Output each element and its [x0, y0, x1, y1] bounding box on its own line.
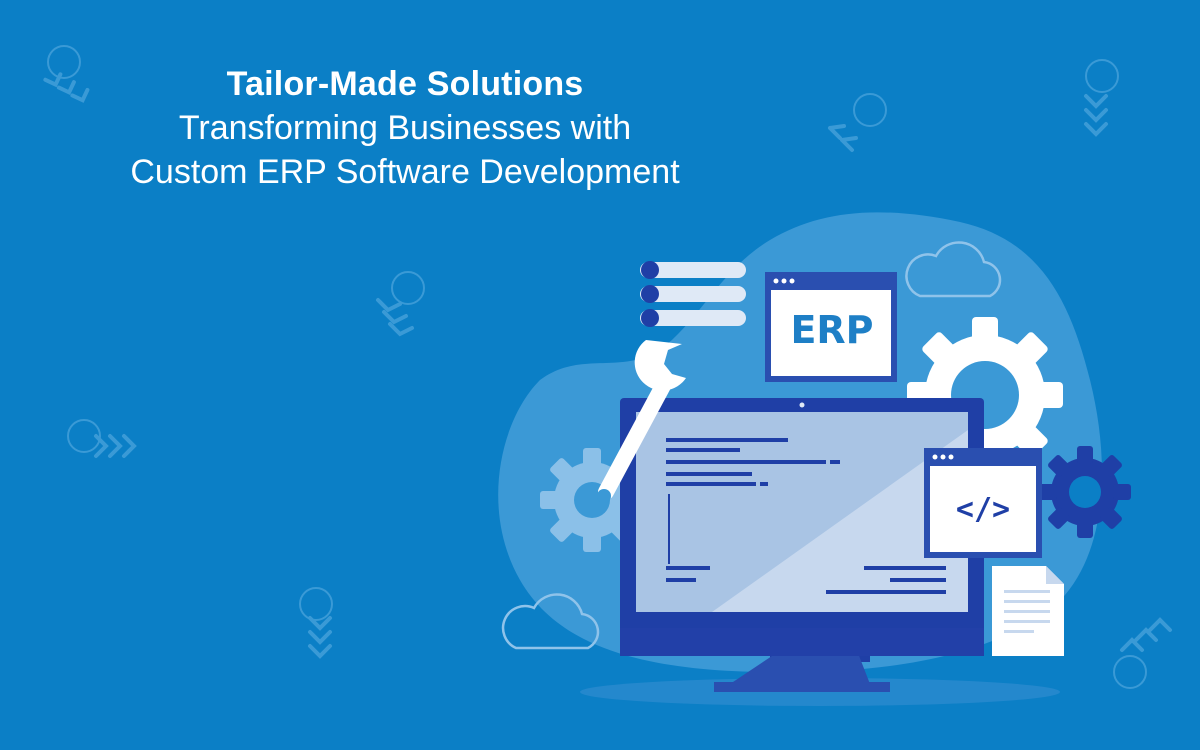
document-icon [992, 566, 1064, 656]
code-window [924, 448, 1042, 558]
erp-window [765, 272, 897, 382]
gear-icon [1039, 446, 1131, 538]
decor-arrow-icon-5 [67, 419, 137, 458]
code-window-label: </> [955, 492, 1011, 527]
decor-arrow-icon-7 [1113, 617, 1172, 689]
headline-line-2: Custom ERP Software Development [130, 153, 680, 191]
code-lines [666, 438, 946, 594]
decor-arrow-icon-4 [376, 271, 425, 337]
cloud-icon [905, 241, 1002, 298]
decor-arrow-icon-3 [1084, 59, 1119, 137]
headline: Tailor-Made Solutions Transforming Busin… [60, 62, 750, 194]
wrench-icon [597, 340, 686, 503]
headline-title: Tailor-Made Solutions [226, 65, 584, 103]
erp-window-label: ERP [790, 308, 874, 352]
decor-arrow-icon-1 [43, 45, 90, 103]
cloud-icon [501, 593, 600, 650]
decor-arrow-icon-6 [299, 587, 333, 659]
decor-arrow-icon-2 [828, 93, 887, 152]
database-icon [640, 261, 746, 327]
monitor-icon [620, 398, 984, 692]
headline-line-1: Transforming Businesses with [178, 109, 632, 147]
